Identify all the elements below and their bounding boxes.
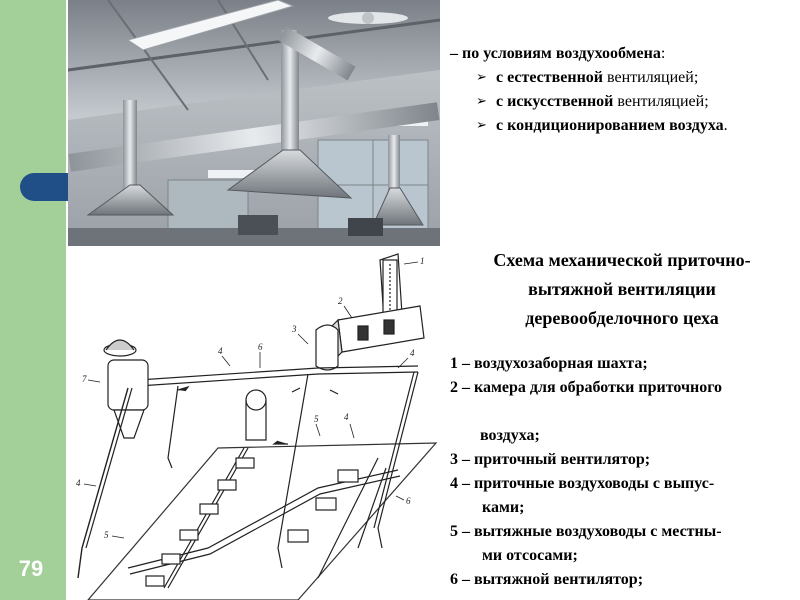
scheme-title-line: вытяжной вентиляции [528, 279, 716, 299]
scheme-label-4d: 4 [344, 412, 349, 422]
list-item: ➢с естественной вентиляцией; [476, 66, 795, 90]
scheme-label-5b: 5 [104, 530, 109, 540]
scheme-label-7: 7 [82, 374, 87, 384]
ventilation-scheme-drawing: 1 2 3 4 4 4 4 5 5 6 6 7 [68, 248, 440, 600]
legend-item: 6 – вытяжной вентилятор; [450, 571, 644, 588]
air-exchange-heading: – по условиям воздухообмена: [450, 45, 666, 62]
scheme-label-5a: 5 [314, 414, 319, 424]
scheme-label-6b: 6 [406, 496, 411, 506]
legend-item: 2 – камера для обработки приточного [450, 379, 723, 396]
legend-item-continuation: воздуха; [480, 427, 540, 444]
list-item: ➢с искусственной вентиляцией; [476, 90, 795, 114]
scheme-label-3: 3 [291, 324, 297, 334]
legend-spacer [450, 400, 795, 424]
scheme-label-2: 2 [338, 296, 343, 306]
scheme-label-4a: 4 [218, 346, 223, 356]
ventilation-hoods-photo [68, 0, 440, 246]
scheme-label-6a: 6 [258, 342, 263, 352]
slide-sidebar [0, 0, 66, 600]
arrow-bullet-icon: ➢ [476, 118, 487, 133]
list-item: ➢с кондиционированием воздуха. [476, 114, 795, 138]
arrow-bullet-icon: ➢ [476, 70, 487, 85]
slide-tab-marker [20, 173, 70, 201]
legend-item: 3 – приточный вентилятор; [450, 451, 651, 468]
legend-item-continuation: ми отсосами; [482, 547, 578, 564]
arrow-bullet-icon: ➢ [476, 94, 487, 109]
legend-item: 5 – вытяжные воздуховоды с местны- [450, 523, 722, 540]
scheme-label-4b: 4 [76, 478, 81, 488]
legend-item: 4 – приточные воздуховоды с выпус- [450, 475, 715, 492]
page-number: 79 [18, 556, 44, 581]
scheme-title-line: Схема механической приточно- [493, 250, 751, 270]
legend-item: 1 – воздухозаборная шахта; [450, 355, 648, 372]
scheme-label-4c: 4 [410, 348, 415, 358]
scheme-title-line: деревообделочного цеха [525, 308, 719, 328]
scheme-label-1: 1 [420, 256, 425, 266]
air-exchange-bullets: ➢с естественной вентиляцией; ➢с искусств… [476, 66, 795, 138]
scheme-legend: 1 – воздухозаборная шахта; 2 – камера дл… [450, 352, 795, 592]
scheme-title: Схема механической приточно- вытяжной ве… [448, 246, 796, 333]
legend-item-continuation: ками; [482, 499, 525, 516]
air-exchange-list: – по условиям воздухообмена: ➢с естестве… [450, 42, 795, 138]
